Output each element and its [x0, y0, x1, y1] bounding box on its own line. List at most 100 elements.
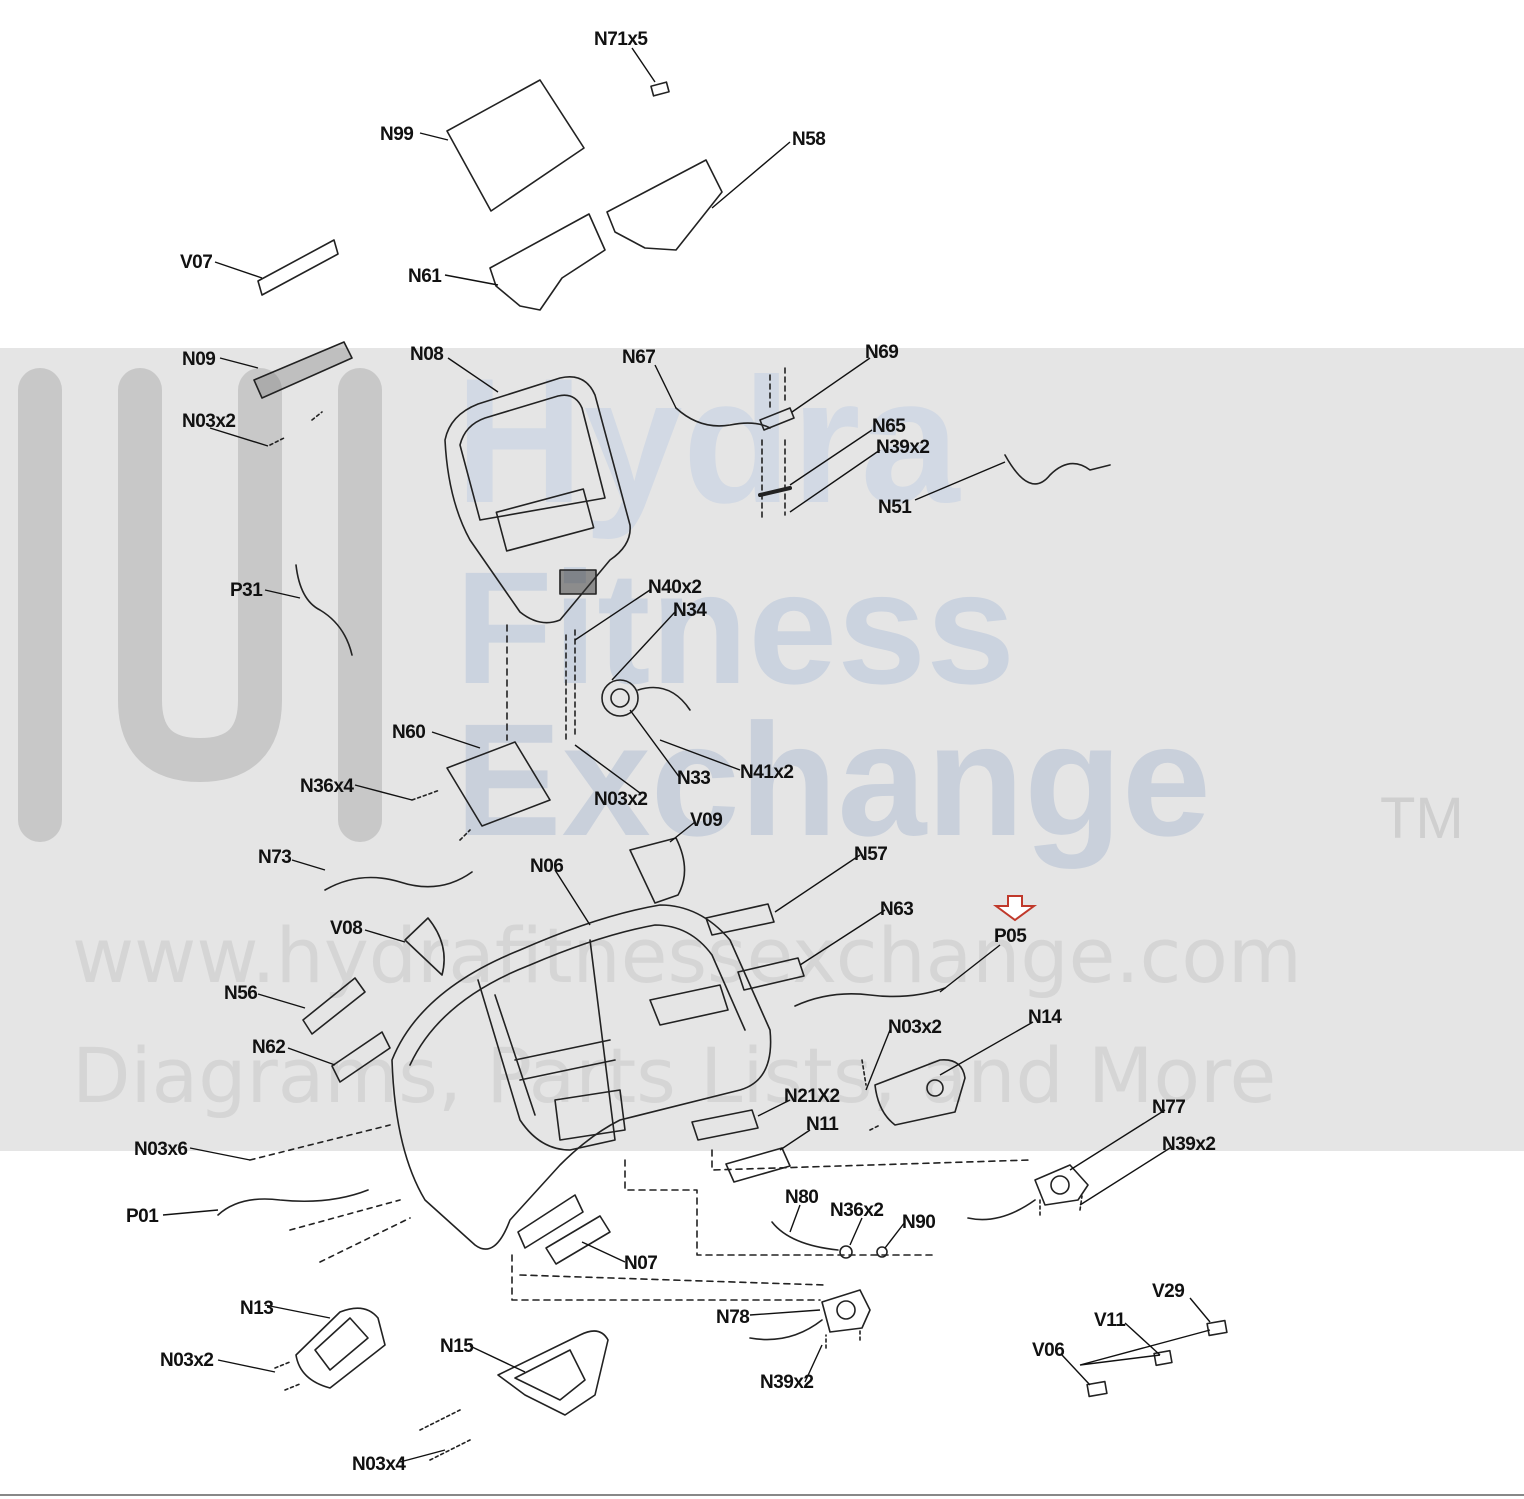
- callout-n08: N08: [410, 344, 443, 365]
- part-n78-speaker: [821, 1289, 871, 1333]
- part-n51-cable: [1004, 454, 1111, 485]
- callout-n65: N65: [872, 416, 906, 437]
- callout-n03x2-mid: N03x2: [594, 789, 648, 810]
- part-p01-cable: [217, 1189, 369, 1216]
- callout-n13: N13: [240, 1298, 273, 1319]
- callout-n06: N06: [530, 856, 563, 877]
- callout-n56: N56: [224, 983, 257, 1004]
- part-n15-shroud: [497, 1330, 609, 1416]
- part-v07-strip: [257, 239, 339, 296]
- callout-n39x2-top: N39x2: [876, 437, 930, 458]
- callout-n34: N34: [673, 600, 707, 621]
- part-n09-strip: [253, 341, 353, 399]
- callout-v11: V11: [1094, 1310, 1126, 1331]
- part-n07-handle: [545, 1215, 611, 1265]
- part-n80-grommet: [839, 1245, 853, 1259]
- callout-v06: V06: [1032, 1340, 1064, 1361]
- callout-n03x2-top: N03x2: [182, 411, 236, 432]
- part-v11-label: [1153, 1349, 1173, 1367]
- part-n90-clip: [876, 1246, 888, 1258]
- callout-n07: N07: [624, 1253, 657, 1274]
- callout-v29: V29: [1152, 1281, 1184, 1302]
- part-p05-cable: [794, 987, 946, 1007]
- callout-n39x2-bottom: N39x2: [760, 1372, 814, 1393]
- part-n14-cover: [874, 1059, 966, 1126]
- callout-n39x2-right: N39x2: [1162, 1134, 1216, 1155]
- part-n69-bracket: [759, 407, 795, 431]
- part-n77-speaker: [1034, 1164, 1089, 1206]
- callout-n99: N99: [380, 124, 413, 145]
- callout-n80: N80: [785, 1187, 818, 1208]
- watermark-line-hydra: Hydra: [455, 341, 960, 540]
- part-n34-speaker: [601, 679, 639, 717]
- callout-labels: N71x5 N99 N58 V07 N61 N09 N08 N67 N69 N0…: [126, 29, 1216, 1475]
- part-n61-overlay: [489, 213, 606, 311]
- watermark-logo: [18, 368, 382, 842]
- callout-n03x2-bottom: N03x2: [160, 1350, 214, 1371]
- part-n06-frame: [391, 904, 772, 1250]
- part-n71-clip: [650, 81, 670, 97]
- callout-n11: N11: [806, 1114, 839, 1135]
- part-n11-handle: [725, 1147, 791, 1183]
- callout-n03x2-right: N03x2: [888, 1017, 942, 1038]
- part-n73-cable: [324, 871, 473, 891]
- callout-n62: N62: [252, 1037, 285, 1058]
- part-n65-rail: [758, 486, 792, 497]
- part-v08-overlay: [404, 917, 445, 976]
- callout-v08: V08: [330, 918, 362, 939]
- callout-n73: N73: [258, 847, 291, 868]
- callout-n60: N60: [392, 722, 425, 743]
- part-n56-pad: [302, 977, 366, 1035]
- part-n21-pad: [691, 1109, 759, 1141]
- part-v06-label: [1086, 1380, 1108, 1398]
- part-n13-cover: [295, 1307, 386, 1389]
- callout-n33: N33: [677, 768, 710, 789]
- callout-p01: P01: [126, 1206, 159, 1227]
- callout-n63: N63: [880, 899, 913, 920]
- watermark-url: www.hydrafitnessexchange.com: [72, 911, 1302, 1000]
- watermark-tagline: Diagrams, Parts Lists, and More: [72, 1031, 1277, 1120]
- part-n99-glass: [446, 79, 585, 212]
- callout-n21x2: N21X2: [784, 1086, 840, 1107]
- callout-v09: V09: [690, 810, 722, 831]
- callout-n03x4: N03x4: [352, 1454, 406, 1475]
- callout-n41x2: N41x2: [740, 762, 794, 783]
- callout-n61: N61: [408, 266, 442, 287]
- callout-n71x5: N71x5: [594, 29, 648, 50]
- part-n80-cable: [771, 1221, 839, 1251]
- leader-lines: [162, 47, 1211, 1463]
- callout-n58: N58: [792, 129, 825, 150]
- part-n08-housing: [444, 376, 631, 624]
- part-v29-label: [1206, 1319, 1228, 1337]
- part-n63-pad: [737, 957, 805, 991]
- callout-n57: N57: [854, 844, 887, 865]
- callout-p05: P05: [994, 926, 1027, 947]
- callout-n36x2: N36x2: [830, 1200, 884, 1221]
- callout-n51: N51: [878, 497, 912, 518]
- callout-n40x2: N40x2: [648, 577, 702, 598]
- part-n58-overlay: [606, 159, 723, 251]
- callout-n90: N90: [902, 1212, 935, 1233]
- bottom-rule: [0, 1494, 1524, 1496]
- callout-n15: N15: [440, 1336, 474, 1357]
- part-p31-cable: [295, 564, 353, 656]
- watermark-line-exchange: Exchange: [455, 690, 1211, 869]
- callout-n03x6: N03x6: [134, 1139, 188, 1160]
- callout-n69: N69: [865, 342, 898, 363]
- part-n60-board: [446, 741, 551, 827]
- watermark-trademark: TM: [1380, 786, 1464, 851]
- callout-n14: N14: [1028, 1007, 1062, 1028]
- callout-n78: N78: [716, 1307, 749, 1328]
- highlight-arrow-icon: [992, 895, 1038, 922]
- callout-p31: P31: [230, 580, 263, 601]
- callout-n36x4: N36x4: [300, 776, 354, 797]
- part-n57-pad: [705, 903, 775, 936]
- callout-n77: N77: [1152, 1097, 1185, 1118]
- part-n62-pad: [331, 1031, 391, 1083]
- watermark-line-fitness: Fitness: [455, 538, 1016, 717]
- part-n67-cable: [675, 407, 771, 429]
- callout-n09: N09: [182, 349, 215, 370]
- callout-n67: N67: [622, 347, 655, 368]
